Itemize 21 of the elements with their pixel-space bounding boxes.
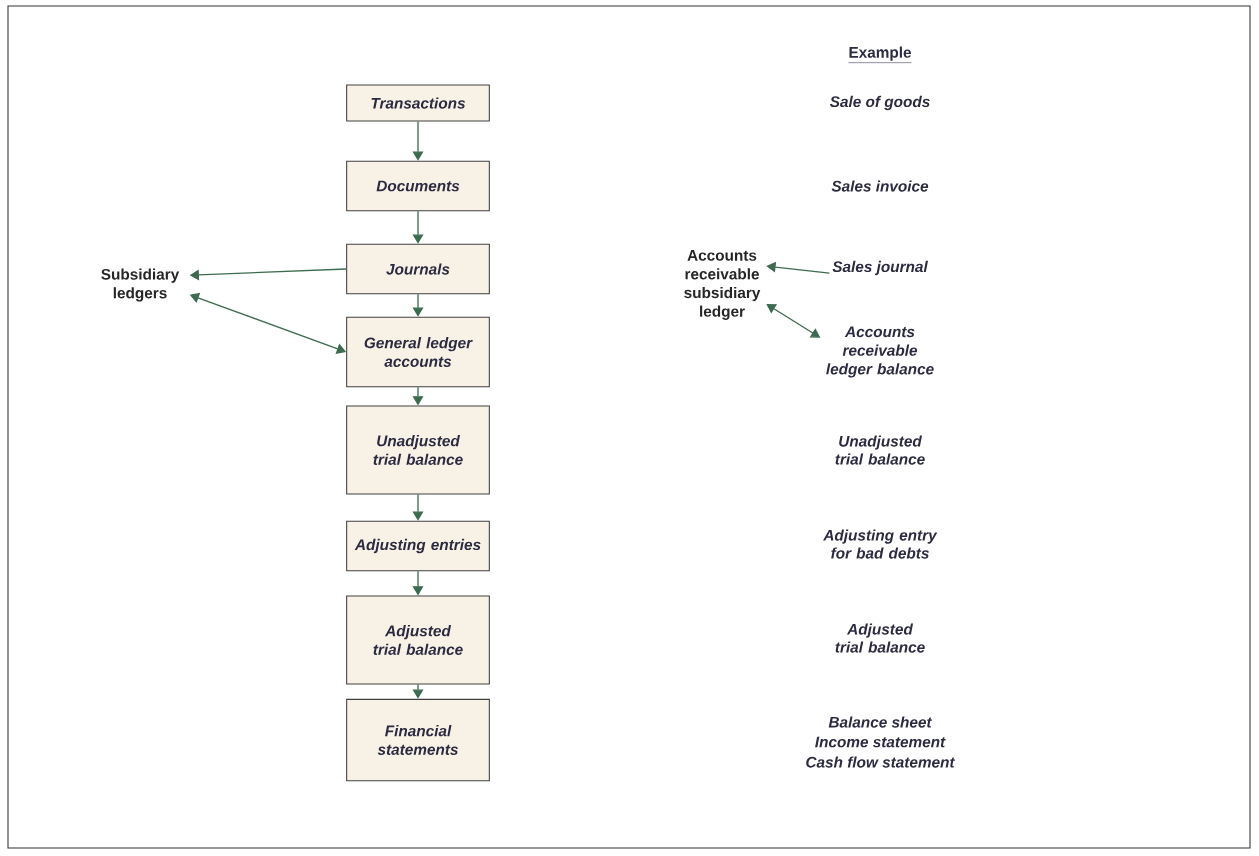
process-box: Unadjusted trial balance xyxy=(346,405,490,495)
node-text: Subsidiary ledgers xyxy=(101,268,180,302)
process-box: Journals xyxy=(346,243,490,295)
example-text: Unadjusted trial balance xyxy=(835,435,925,465)
node-text: Sales journal xyxy=(832,260,928,276)
node-text: Accounts receivable subsidiary ledger xyxy=(684,250,761,320)
process-box: Transactions xyxy=(346,84,490,122)
example-text: Adjusted trial balance xyxy=(835,623,925,653)
example-text: Example xyxy=(848,46,912,63)
example-text: Balance sheet xyxy=(828,716,933,728)
node-text: Accounts receivable ledger balance xyxy=(826,326,934,378)
example-text: Cash flow statement xyxy=(806,756,956,768)
example-text: Adjusting entry for bad debts xyxy=(823,529,938,559)
process-box: Adjusting entries xyxy=(346,520,490,572)
process-box: Documents xyxy=(346,160,490,212)
example-text: Sale of goods xyxy=(829,95,930,111)
process-box: Financial statements xyxy=(346,698,490,782)
example-text: Sales invoice xyxy=(831,180,929,192)
process-box: General ledger accounts xyxy=(346,316,490,388)
example-text: Income statement xyxy=(815,736,946,748)
process-box: Adjusted trial balance xyxy=(346,595,490,685)
